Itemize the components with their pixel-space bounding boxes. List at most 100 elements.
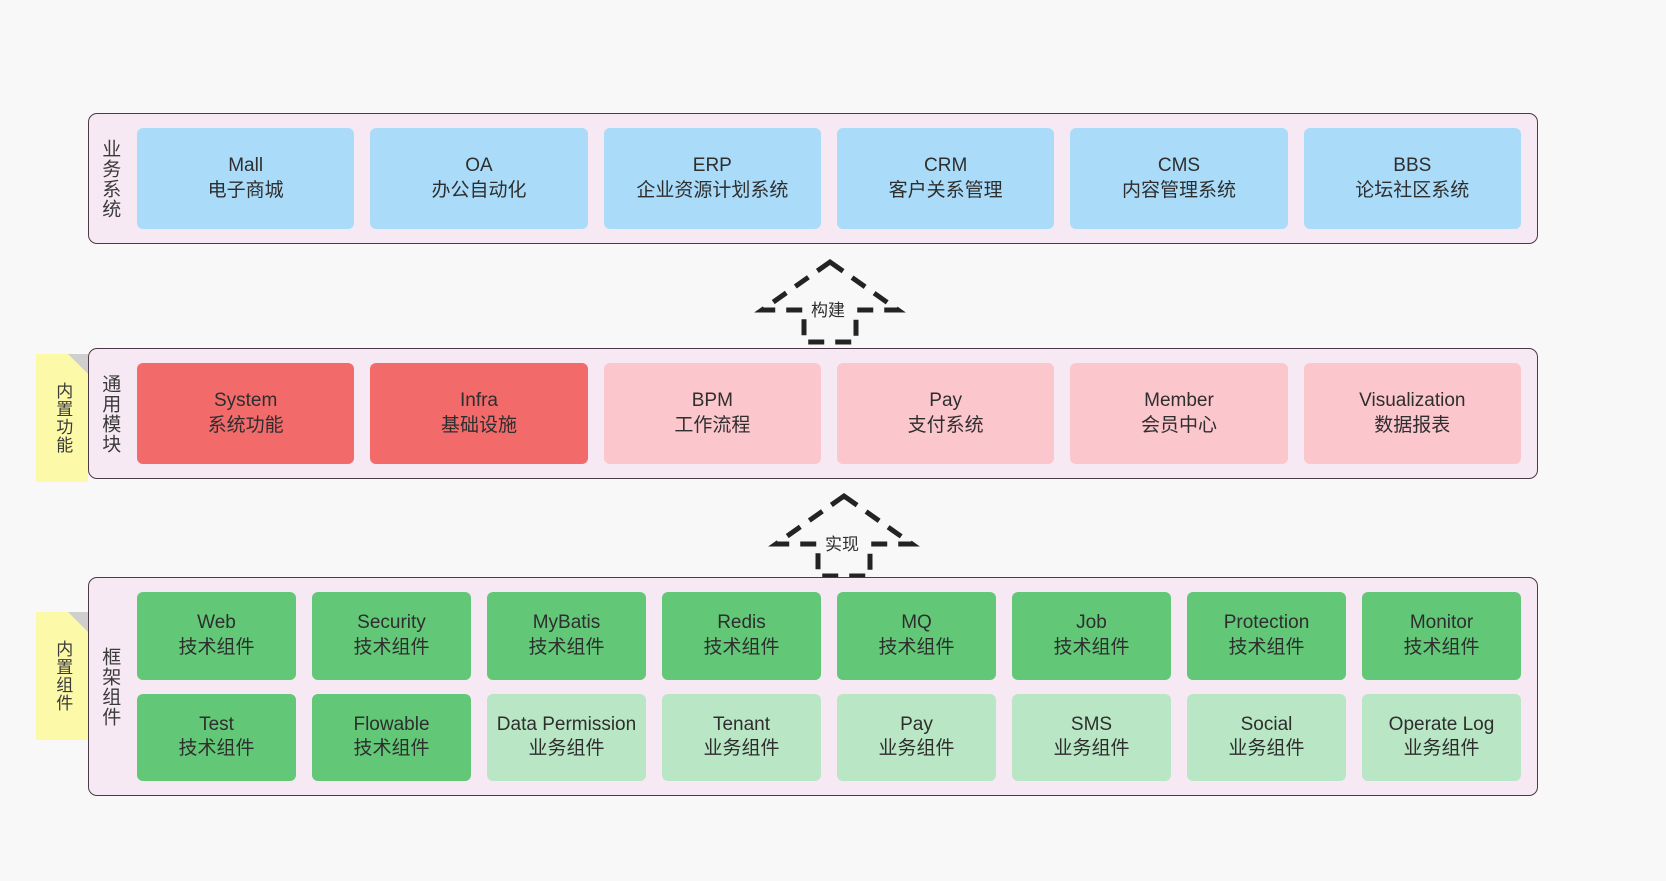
node-subtitle: 技术组件: [703, 636, 780, 658]
node-monitor[interactable]: Monitor 技术组件: [1362, 592, 1521, 680]
node-system[interactable]: System 系统功能: [137, 363, 355, 464]
node-subtitle: 数据报表: [1374, 414, 1451, 436]
arrow-build: 构建: [754, 258, 906, 345]
note-label: 内置功能: [53, 382, 73, 454]
layer-row: Mall 电子商城 OA 办公自动化 ERP 企业资源计划系统 CRM 客户关系…: [137, 128, 1521, 229]
node-subtitle: 业务组件: [703, 738, 780, 760]
node-title: BPM: [691, 390, 733, 412]
node-title: Security: [357, 612, 426, 634]
node-title: BBS: [1393, 155, 1432, 177]
node-pay-component[interactable]: Pay 业务组件: [837, 693, 996, 781]
node-cms[interactable]: CMS 内容管理系统: [1070, 128, 1288, 229]
node-operate-log[interactable]: Operate Log 业务组件: [1362, 693, 1521, 781]
node-subtitle: 客户关系管理: [888, 179, 1003, 201]
node-mq[interactable]: MQ 技术组件: [837, 592, 996, 680]
node-protection[interactable]: Protection 技术组件: [1187, 592, 1346, 680]
node-data-permission[interactable]: Data Permission 业务组件: [487, 693, 646, 781]
arrow-label-implement: 实现: [823, 530, 861, 555]
layer-body-common: System 系统功能 Infra 基础设施 BPM 工作流程 Pay 支付系统…: [129, 349, 1537, 478]
node-subtitle: 技术组件: [353, 738, 430, 760]
node-subtitle: 业务组件: [1053, 738, 1130, 760]
node-title: Mall: [228, 155, 264, 177]
node-subtitle: 业务组件: [528, 738, 605, 760]
node-flowable[interactable]: Flowable 技术组件: [312, 693, 471, 781]
node-title: MyBatis: [532, 612, 601, 634]
node-title: Visualization: [1359, 390, 1466, 412]
layer-row: System 系统功能 Infra 基础设施 BPM 工作流程 Pay 支付系统…: [137, 363, 1521, 464]
node-erp[interactable]: ERP 企业资源计划系统: [603, 128, 821, 229]
node-title: ERP: [692, 155, 732, 177]
node-title: Web: [197, 612, 236, 634]
node-security[interactable]: Security 技术组件: [312, 592, 471, 680]
node-oa[interactable]: OA 办公自动化: [370, 128, 588, 229]
node-subtitle: 技术组件: [1403, 636, 1480, 658]
node-subtitle: 基础设施: [440, 414, 517, 436]
node-sms[interactable]: SMS 业务组件: [1012, 693, 1171, 781]
node-mall[interactable]: Mall 电子商城: [137, 128, 355, 229]
node-title: System: [213, 390, 278, 412]
node-subtitle: 工作流程: [674, 414, 751, 436]
node-title: Redis: [717, 612, 766, 634]
dashed-arrow-up-icon: [754, 258, 906, 345]
layer-framework-components: 框架组件 Web 技术组件 Security 技术组件 MyBatis 技术组件…: [88, 577, 1538, 796]
node-subtitle: 办公自动化: [431, 179, 527, 201]
node-visualization[interactable]: Visualization 数据报表: [1303, 363, 1521, 464]
node-title: Member: [1144, 390, 1214, 412]
node-title: Social: [1240, 713, 1293, 735]
arrow-implement: 实现: [768, 492, 920, 579]
node-subtitle: 会员中心: [1140, 414, 1217, 436]
note-label: 内置组件: [53, 640, 73, 712]
node-subtitle: 技术组件: [528, 636, 605, 658]
node-title: Flowable: [353, 713, 430, 735]
node-title: CMS: [1157, 155, 1201, 177]
node-subtitle: 支付系统: [907, 414, 984, 436]
node-bbs[interactable]: BBS 论坛社区系统: [1303, 128, 1521, 229]
node-subtitle: 业务组件: [1228, 738, 1305, 760]
layer-common-modules: 通用模块 System 系统功能 Infra 基础设施 BPM 工作流程 Pay…: [88, 348, 1538, 479]
node-subtitle: 技术组件: [178, 738, 255, 760]
node-subtitle: 电子商城: [207, 179, 284, 201]
node-subtitle: 技术组件: [1228, 636, 1305, 658]
node-subtitle: 业务组件: [1403, 738, 1480, 760]
node-title: Job: [1076, 612, 1107, 634]
layer-label-business: 业务系统: [99, 138, 121, 219]
node-title: Operate Log: [1388, 713, 1495, 735]
node-social[interactable]: Social 业务组件: [1187, 693, 1346, 781]
node-subtitle: 业务组件: [878, 738, 955, 760]
node-subtitle: 技术组件: [878, 636, 955, 658]
node-test[interactable]: Test 技术组件: [137, 693, 296, 781]
node-title: MQ: [901, 612, 932, 634]
node-bpm[interactable]: BPM 工作流程: [603, 363, 821, 464]
node-mybatis[interactable]: MyBatis 技术组件: [487, 592, 646, 680]
node-title: Pay: [929, 390, 963, 412]
node-job[interactable]: Job 技术组件: [1012, 592, 1171, 680]
node-subtitle: 论坛社区系统: [1355, 179, 1470, 201]
node-subtitle: 企业资源计划系统: [636, 179, 789, 201]
dashed-arrow-up-icon: [768, 492, 920, 579]
node-member[interactable]: Member 会员中心: [1070, 363, 1288, 464]
node-web[interactable]: Web 技术组件: [137, 592, 296, 680]
node-subtitle: 内容管理系统: [1121, 179, 1236, 201]
node-infra[interactable]: Infra 基础设施: [370, 363, 588, 464]
node-title: OA: [465, 155, 493, 177]
layer-label-framework: 框架组件: [99, 646, 121, 727]
layer-business-systems: 业务系统 Mall 电子商城 OA 办公自动化 ERP 企业资源计划系统 CRM…: [88, 113, 1538, 244]
node-title: CRM: [924, 155, 968, 177]
note-builtin-functions: 内置功能: [36, 354, 88, 482]
node-subtitle: 技术组件: [353, 636, 430, 658]
node-subtitle: 技术组件: [178, 636, 255, 658]
node-title: Infra: [459, 390, 498, 412]
node-title: Tenant: [712, 713, 771, 735]
node-title: Test: [199, 713, 234, 735]
node-tenant[interactable]: Tenant 业务组件: [662, 693, 821, 781]
node-crm[interactable]: CRM 客户关系管理: [836, 128, 1055, 229]
node-title: Data Permission: [496, 713, 637, 735]
layer-row: Test 技术组件 Flowable 技术组件 Data Permission …: [137, 693, 1521, 781]
layer-row: Web 技术组件 Security 技术组件 MyBatis 技术组件 Redi…: [137, 592, 1521, 680]
node-redis[interactable]: Redis 技术组件: [662, 592, 821, 680]
node-subtitle: 技术组件: [1053, 636, 1130, 658]
node-pay-module[interactable]: Pay 支付系统: [836, 363, 1055, 464]
node-title: Protection: [1223, 612, 1310, 634]
arrow-label-build: 构建: [809, 296, 847, 321]
